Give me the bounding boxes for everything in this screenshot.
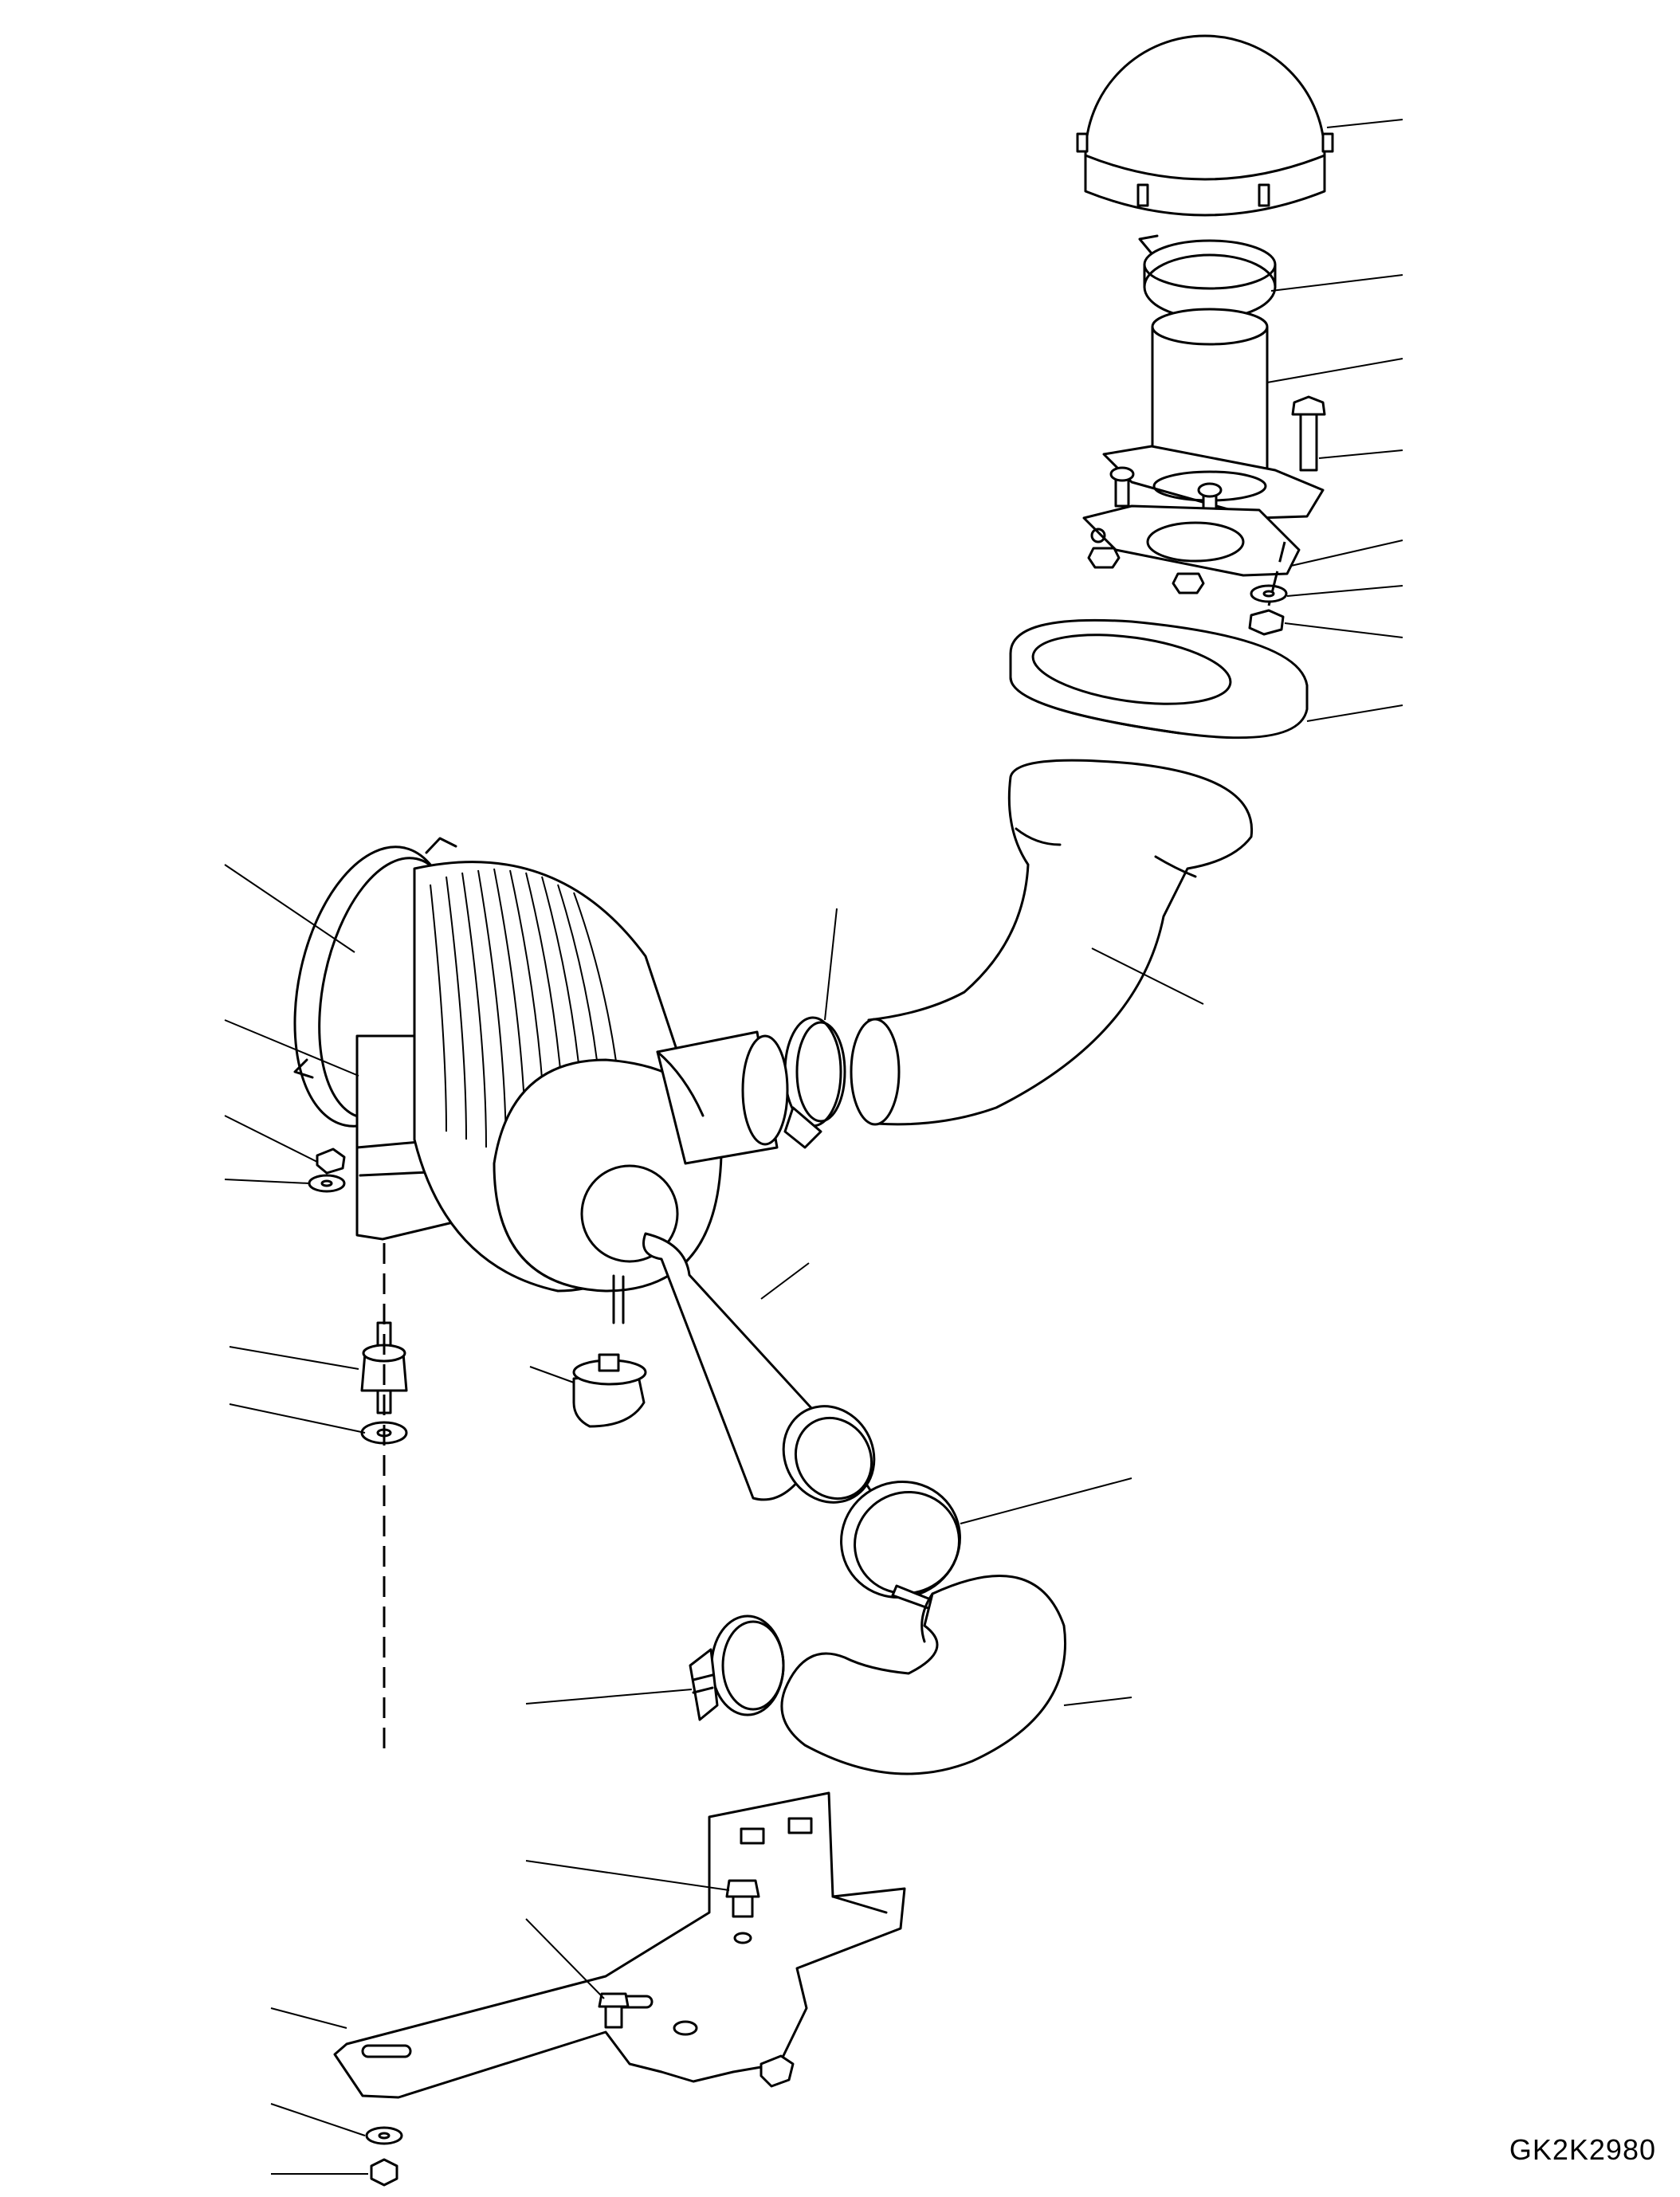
tapered-hose [642, 1232, 876, 1504]
plate-nut [370, 2158, 398, 2187]
plate-bolt-lower [598, 1992, 630, 2029]
drain-fitting [572, 1353, 647, 1428]
band-clamp-middle [840, 1480, 961, 1611]
air-cleaner-body [293, 837, 789, 1324]
seal-ring [1009, 618, 1309, 740]
alignment-line-flange [1267, 541, 1286, 606]
plate-washer [365, 2126, 403, 2145]
band-clamp-top [1138, 234, 1277, 320]
flange-bolt [1291, 395, 1326, 472]
precleaner-cap [1076, 34, 1334, 217]
hose-clamp-elbow [783, 1016, 846, 1149]
gasket-nuts [1087, 547, 1205, 594]
gasket [1082, 504, 1301, 577]
intake-pipe [1102, 308, 1325, 520]
hose-clamp-worm [689, 1614, 785, 1721]
bracket-nut [316, 1148, 346, 1175]
bracket-washer [308, 1174, 346, 1193]
washer-right [1250, 584, 1288, 603]
mounting-plate [333, 1791, 906, 2099]
u-bend-hose [780, 1575, 1066, 1775]
flange-bolt [1109, 466, 1135, 508]
nut-right [1248, 609, 1285, 636]
drawing-code: GK2K2980 [1509, 2133, 1656, 2166]
rubber-elbow [850, 759, 1254, 1126]
plate-bolt-upper [725, 1879, 760, 1944]
leader-lines [224, 119, 1403, 2175]
